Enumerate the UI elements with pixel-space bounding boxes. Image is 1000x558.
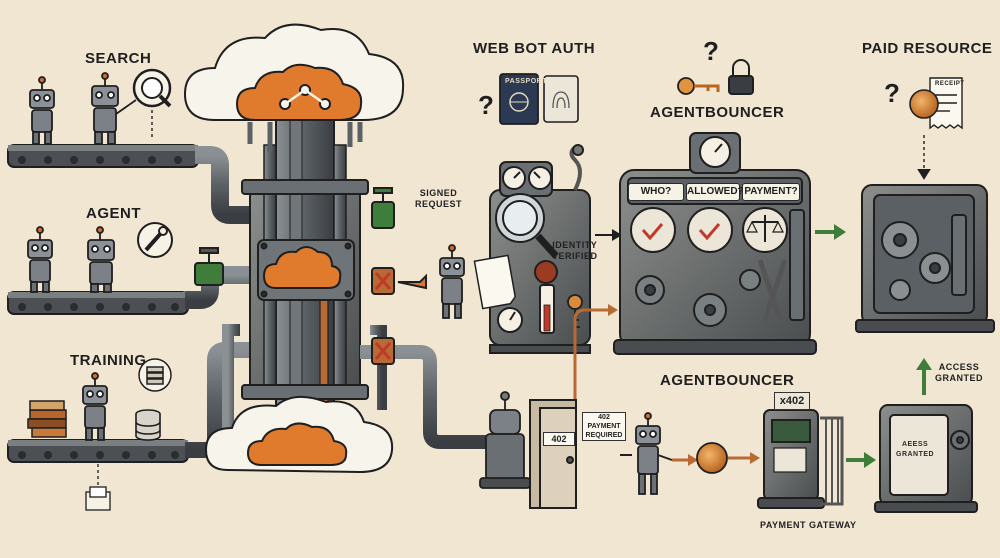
access-granted-box: [874, 404, 978, 513]
question-mark-key: ?: [703, 36, 720, 66]
books-stack: [27, 400, 67, 438]
coin-payment: [696, 442, 728, 474]
fingerprint-card-icon: [543, 75, 579, 123]
label-access-granted: ACCESS GRANTED: [935, 362, 983, 383]
robot-agent-1: [27, 226, 53, 293]
cloud-bottom: [204, 395, 394, 474]
document-folder-icon: [85, 464, 111, 511]
label-identity-verified: IDENTITY VERIFIED: [552, 240, 598, 261]
label-paid-resource: PAID RESOURCE: [862, 40, 993, 57]
cloud-icon-center: [262, 246, 342, 289]
conveyor-training: [7, 439, 189, 463]
pipe-signed-request: [360, 187, 495, 229]
question-mark-receipt: ?: [884, 78, 901, 108]
arrow-to-agentbouncer: [595, 229, 622, 241]
database-icon: [135, 409, 161, 441]
label-search: SEARCH: [85, 50, 152, 67]
label-web-bot-auth: WEB BOT AUTH: [473, 40, 596, 57]
label-receipt: RECEIPT: [935, 81, 965, 87]
robot-training: [82, 372, 108, 441]
central-pipe-tower: [185, 119, 387, 458]
conveyor-search: [7, 144, 199, 168]
payment-required-sign: 402 PAYMENT REQUIRED: [582, 412, 626, 441]
receipt-icon: [929, 77, 963, 130]
wrench-icon: [137, 222, 173, 258]
door-402-sign: 402: [543, 432, 575, 446]
label-passport: PASSPORT: [505, 78, 547, 85]
lock-icon: [728, 59, 754, 95]
robot-payer: [635, 412, 673, 495]
coin-icon: [909, 89, 939, 119]
door-402: [529, 399, 577, 509]
x402-sign: x402: [774, 392, 810, 410]
robot-agent-2: [87, 226, 115, 293]
arrow-gateway-to-box: [846, 452, 876, 468]
plate-allowed: ALLOWED?: [686, 183, 744, 201]
plate-who: WHO?: [628, 183, 684, 201]
database-bubble-icon: [138, 358, 172, 392]
orange-payment-path: [560, 304, 618, 442]
label-training: TRAINING: [70, 352, 147, 369]
arrow-access-granted: [916, 358, 932, 395]
plate-payment: PAYMENT?: [742, 183, 800, 201]
signed-document: [473, 254, 517, 310]
label-agentbouncer-top: AGENTBOUNCER: [650, 104, 785, 121]
access-granted-box-text: AEESS GRANTED: [896, 441, 935, 458]
arrow-to-paid-resource: [815, 224, 846, 240]
pipe-blocked-2: [360, 337, 500, 449]
label-payment-gateway: PAYMENT GATEWAY: [760, 520, 857, 530]
payment-gateway: [757, 409, 844, 509]
arrow-robot-to-coin: [620, 454, 698, 466]
magnifier-icon: [132, 68, 172, 140]
label-signed-request: SIGNED REQUEST: [415, 188, 463, 209]
robot-search-1: [29, 76, 55, 145]
robot-search-2: [91, 72, 137, 145]
paid-resource-vault: [855, 135, 995, 333]
label-agent: AGENT: [86, 205, 141, 222]
agentbouncer-machine: [613, 132, 817, 355]
pipe-blocked-1: [360, 267, 427, 295]
question-mark-passport: ?: [478, 90, 495, 120]
arrow-coin-to-gateway: [728, 452, 760, 464]
passport-icon: [499, 73, 539, 125]
conveyor-agent: [7, 291, 189, 315]
gold-key-icon: [677, 77, 720, 95]
label-agentbouncer-bottom: AGENTBOUNCER: [660, 372, 795, 389]
robot-auth: [439, 244, 465, 319]
cloud-top: [183, 23, 405, 152]
hydrant-robot: [479, 391, 531, 489]
web-bot-auth-machine: [489, 144, 591, 354]
